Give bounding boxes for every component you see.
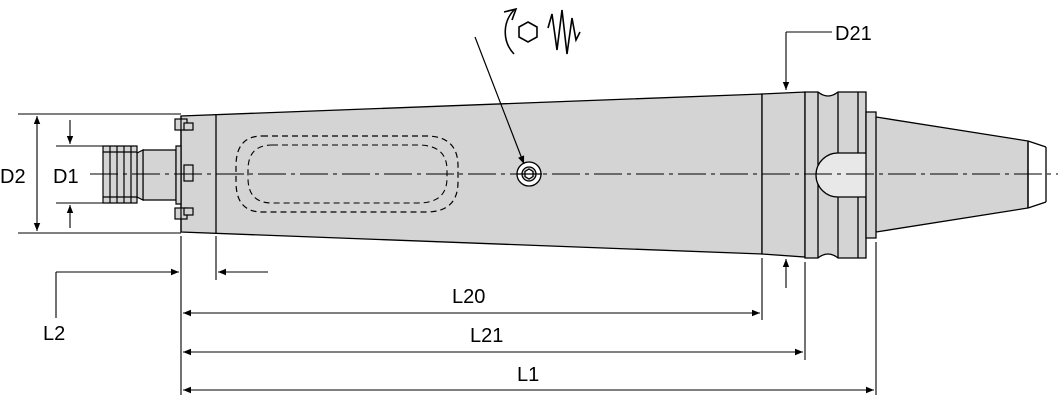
hex-key-icon xyxy=(518,21,538,43)
d1-label: D1 xyxy=(53,166,79,188)
drive-key-slot xyxy=(815,152,866,198)
l2-label: L2 xyxy=(43,323,65,345)
d2-label: D2 xyxy=(0,166,26,188)
adjust-screw xyxy=(516,161,542,187)
dashed-window-outline xyxy=(235,135,459,213)
l20-label: L20 xyxy=(452,286,485,308)
l1-label: L1 xyxy=(517,364,539,386)
rotate-arrow-icon xyxy=(503,7,518,55)
collet-adapter xyxy=(102,145,182,205)
screw-leader xyxy=(474,36,525,165)
d21-label: D21 xyxy=(835,23,872,45)
tool-holder-body xyxy=(180,91,1047,259)
vibration-wave-icon xyxy=(547,9,581,55)
l21-label: L21 xyxy=(470,325,503,347)
taper-shank xyxy=(865,111,1029,239)
dimensions xyxy=(18,31,877,395)
